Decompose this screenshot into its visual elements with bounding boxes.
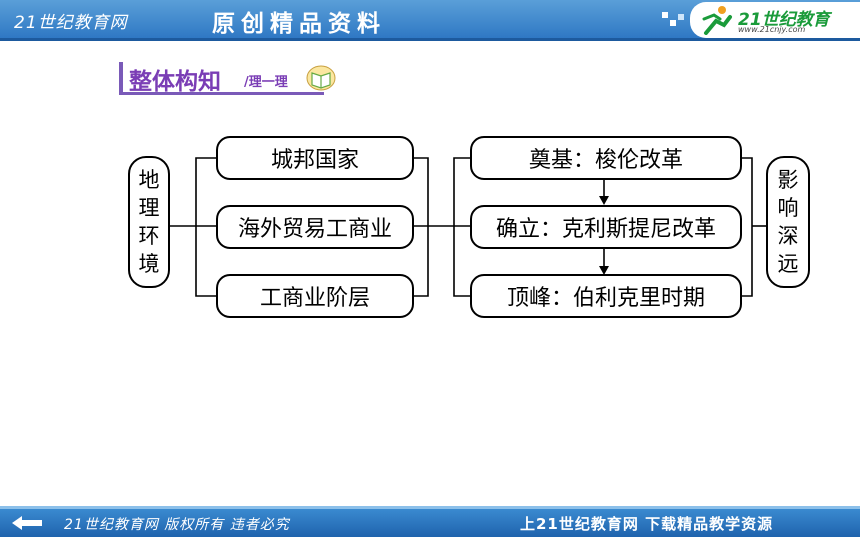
node-establishment-cleisthenes: 确立：克利斯提尼改革	[470, 205, 742, 249]
node-char: 理	[138, 196, 160, 220]
logo-url: www.21cnjy.com	[738, 25, 806, 34]
section-subtitle: /理一理	[244, 75, 288, 90]
logo-text: 21世纪教育	[738, 10, 830, 30]
heading-left-bar	[119, 62, 123, 92]
heading-underline	[119, 92, 324, 95]
copyright-text: 21世纪教育网 版权所有 违者必究	[64, 517, 290, 533]
node-merchant-class: 工商业阶层	[216, 274, 414, 318]
node-geographic-environment: 地 理 环 境	[128, 156, 170, 288]
node-char: 影	[777, 168, 799, 192]
node-char: 地	[138, 168, 160, 192]
node-peak-pericles: 顶峰：伯利克里时期	[470, 274, 742, 318]
download-link[interactable]: 上21世纪教育网 下载精品教学资源	[520, 515, 774, 533]
site-name: 21世纪教育网	[14, 13, 128, 33]
back-arrow-icon[interactable]	[12, 515, 44, 531]
book-icon	[306, 65, 336, 91]
node-char: 环	[138, 224, 160, 248]
section-title: 整体构知	[129, 69, 221, 95]
node-char: 境	[138, 252, 160, 276]
bottom-banner: 21世纪教育网 版权所有 违者必究 上21世纪教育网 下载精品教学资源	[0, 506, 860, 537]
logo[interactable]: 21世纪教育 www.21cnjy.com	[690, 2, 860, 38]
decorative-squares-icon	[662, 12, 684, 26]
top-banner: 21世纪教育网 原创精品资料 21世纪教育 www.21cnjy.com	[0, 0, 860, 41]
runner-logo-icon	[702, 6, 732, 35]
section-heading: 整体构知 /理一理	[119, 60, 337, 95]
node-char: 远	[777, 252, 799, 276]
node-char: 深	[777, 224, 799, 248]
node-char: 响	[777, 196, 799, 220]
bottom-separator	[0, 506, 860, 509]
node-city-state: 城邦国家	[216, 136, 414, 180]
node-foundation-solon: 奠基：梭伦改革	[470, 136, 742, 180]
slogan: 原创精品资料	[212, 10, 386, 37]
banner-separator	[0, 38, 860, 41]
node-far-reaching-influence: 影 响 深 远	[766, 156, 810, 288]
node-overseas-trade: 海外贸易工商业	[216, 205, 414, 249]
